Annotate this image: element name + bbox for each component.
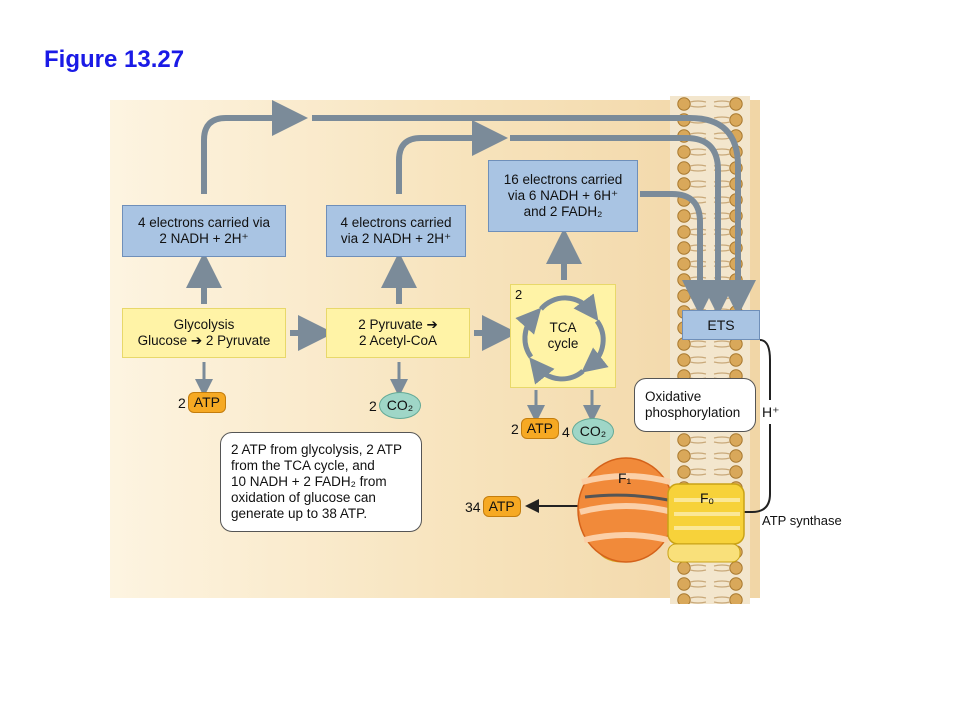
atp-synthase-label: ATP synthase [762,513,842,528]
pyruvate-line1: 2 Pyruvate ➔ [358,317,438,332]
summary-line2: from the TCA cycle, and [231,458,375,473]
proton-label: H⁺ [762,404,780,420]
summary-line4: oxidation of glucose can [231,490,376,505]
summary-line5: generate up to 38 ATP. [231,506,368,521]
pyruvate-electrons-line1: 4 electrons carried [340,215,452,230]
oxphos-line1: Oxidative [645,389,702,404]
summary-line3: 10 NADH + 2 FADH₂ from [231,474,387,489]
tca-electrons-box: 16 electrons carried via 6 NADH + 6H⁺ an… [488,160,638,232]
pyruvate-electrons-box: 4 electrons carried via 2 NADH + 2H⁺ [326,205,466,257]
synthase-atp-count: 34 [465,498,481,515]
oxphos-line2: phosphorylation [645,405,741,420]
co2-badge: CO₂ [378,392,422,419]
fo-label: Fₒ [700,490,714,506]
ets-label: ETS [707,317,735,333]
glycolysis-box: Glycolysis Glucose ➔ 2 Pyruvate [122,308,286,358]
f1-label: F₁ [618,470,632,486]
glycolysis-line2: Glucose ➔ 2 Pyruvate [137,333,271,348]
summary-box: 2 ATP from glycolysis, 2 ATP from the TC… [220,432,422,532]
glycolysis-atp-count: 2 [178,394,186,411]
atp-badge: ATP [187,392,226,413]
glycolysis-electrons-line2: 2 NADH + 2H⁺ [159,231,249,246]
pyruvate-line2: 2 Acetyl-CoA [358,333,438,348]
co2-badge: CO₂ [571,418,615,445]
tca-line2: cycle [547,336,579,351]
tca-electrons-line2: via 6 NADH + 6H⁺ [507,188,619,203]
pyruvate-electrons-line2: via 2 NADH + 2H⁺ [340,231,452,246]
atp-synthase-illustration [577,457,745,563]
pyruvate-co2-count: 2 [369,397,377,414]
glycolysis-electrons-line1: 4 electrons carried via [137,215,271,230]
oxidative-phosphorylation-box: Oxidative phosphorylation [634,378,756,432]
tca-line1: TCA [549,320,577,335]
atp-badge: ATP [520,418,559,439]
tca-co2-count: 4 [562,423,570,440]
tca-cycle-box: 2 TCA cycle [510,284,616,388]
glycolysis-electrons-box: 4 electrons carried via 2 NADH + 2H⁺ [122,205,286,257]
atp-badge: ATP [482,496,521,517]
glycolysis-line1: Glycolysis [173,317,235,332]
ets-box: ETS [682,310,760,340]
cycle-arrows-icon [515,293,609,385]
pyruvate-box: 2 Pyruvate ➔ 2 Acetyl-CoA [326,308,470,358]
tca-electrons-line3: and 2 FADH₂ [523,204,603,219]
tca-electrons-line1: 16 electrons carried [503,172,623,187]
tca-atp-count: 2 [511,420,519,437]
tca-count: 2 [515,287,523,302]
summary-line1: 2 ATP from glycolysis, 2 ATP [231,442,403,457]
figure-title: Figure 13.27 [44,46,185,73]
